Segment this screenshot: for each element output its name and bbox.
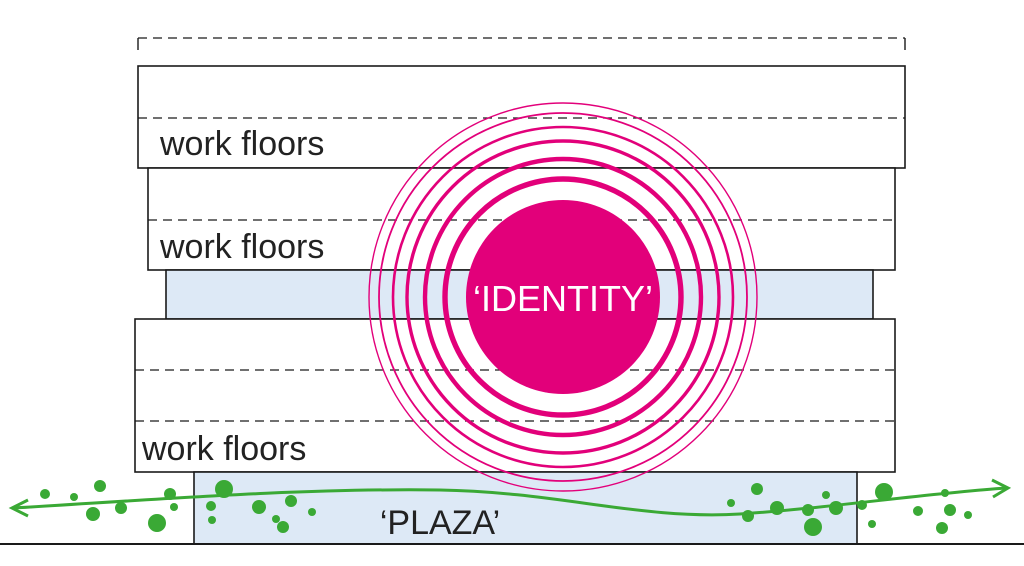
identity-core [466,200,660,394]
plaza-floor [193,471,858,545]
green-dots [40,480,972,536]
work-floors-label-middle: work floors [159,228,324,266]
identity-label: ‘IDENTITY’ [473,278,653,319]
roof-outline [137,37,906,50]
work-floors-label-bottom: work floors [141,430,306,468]
work-floors-label-top: work floors [159,125,324,163]
identity-rings [368,102,758,492]
plaza-label: ‘PLAZA’ [380,504,500,542]
